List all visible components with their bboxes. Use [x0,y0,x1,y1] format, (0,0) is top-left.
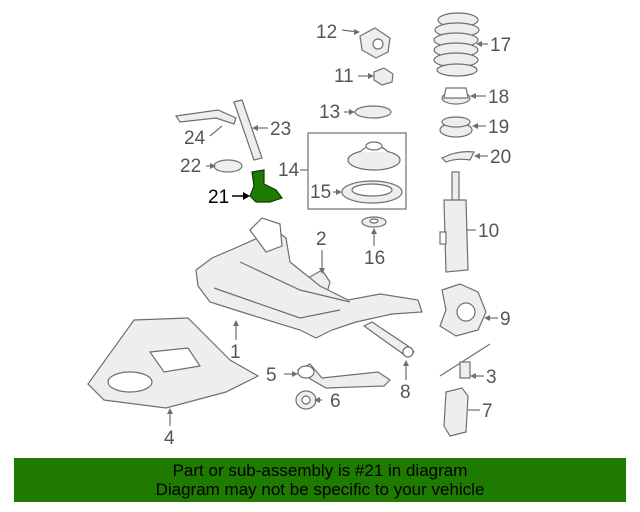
part-5-thrust-arm [296,363,391,389]
part-11-nut [373,67,394,86]
callout-21-highlighted: 21 [208,187,229,208]
callout-8: 8 [400,382,411,403]
part-23-strut-bar [233,99,263,161]
part-21-highlighted [249,169,283,203]
callout-5: 5 [266,365,277,386]
info-banner-line-2: Diagram may not be specific to your vehi… [155,480,485,499]
part-24-brace [174,109,237,125]
callout-3: 3 [486,367,497,388]
callout-10: 10 [478,221,499,242]
part-4-underbody-shield [87,317,260,409]
part-15-bearing [341,180,403,204]
part-20-clip [440,151,475,163]
callout-19: 19 [488,117,509,138]
callout-23: 23 [270,119,291,140]
callout-9: 9 [500,309,511,330]
callout-20: 20 [490,147,511,168]
callout-2: 2 [316,229,327,250]
callout-4: 4 [164,428,175,449]
part-13-washer [354,105,392,119]
part-14-assembly-box [307,132,407,210]
part-7-shield [443,387,469,437]
info-banner-line-1: Part or sub-assembly is #21 in diagram [172,461,468,480]
part-12-bracket [359,27,391,59]
callout-12: 12 [316,22,337,43]
part-10-strut [439,171,469,273]
leader-lines [167,29,498,426]
callout-7: 7 [482,401,493,422]
part-16-bump-cap [361,216,387,228]
callout-24: 24 [184,128,206,149]
info-banner: Part or sub-assembly is #21 in diagram D… [14,458,626,502]
part-22-cap [213,159,243,173]
callout-6: 6 [330,391,341,412]
part-6-bushing [295,390,317,410]
callout-16: 16 [364,248,385,269]
part-8-control-arm [362,321,416,358]
part-19-spring-seat [439,116,473,138]
part-18-bump-stop [441,87,471,105]
part-17-coil-spring [433,12,480,77]
callout-13: 13 [319,102,340,123]
callout-11: 11 [334,66,354,87]
parts-diagram: 12 11 13 14 15 16 17 18 19 20 10 9 3 7 8… [87,12,511,449]
callout-15: 15 [310,182,331,203]
part-9-knuckle [439,283,487,337]
part-3-stabilizer-link [439,343,491,379]
callout-14: 14 [278,160,300,181]
callout-17: 17 [490,35,511,56]
callout-22: 22 [180,156,201,177]
callout-18: 18 [488,87,509,108]
callout-1: 1 [230,342,241,363]
part-1-subframe [195,217,423,339]
part-14-mount [347,141,401,171]
